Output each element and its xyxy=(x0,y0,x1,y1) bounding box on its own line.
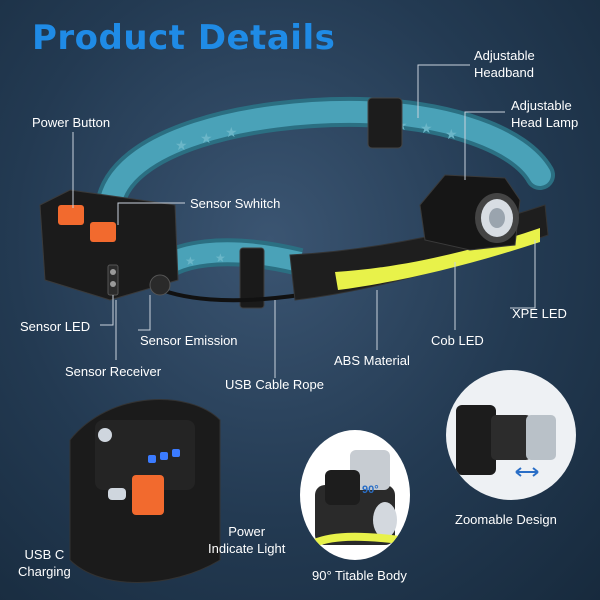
label-xpe-led: XPE LED xyxy=(512,306,567,321)
svg-text:★: ★ xyxy=(420,120,433,136)
label-sensor-receiver: Sensor Receiver xyxy=(65,364,162,379)
label-usb-c-charging: USB C Charging xyxy=(18,547,71,579)
svg-text:★: ★ xyxy=(215,251,226,265)
leader-lines xyxy=(72,64,536,512)
svg-text:★: ★ xyxy=(225,124,238,140)
label-sensor-switch: Sensor Swhitch xyxy=(190,196,281,211)
label-sensor-led: Sensor LED xyxy=(20,319,91,334)
label-cob-led: Cob LED xyxy=(431,333,484,348)
power-button-illus xyxy=(58,205,84,225)
label-power-button: Power Button xyxy=(32,115,111,130)
label-titable-body: 90° Titable Body xyxy=(312,568,407,583)
head-lamp xyxy=(419,174,521,251)
page-title: Product Details xyxy=(32,18,336,58)
label-adjustable-headband: Adjustable Headband xyxy=(474,48,535,80)
usb-c-port xyxy=(108,488,126,500)
cob-led-strip xyxy=(335,228,540,290)
usb-c-port-ring xyxy=(98,428,112,442)
label-power-indicate-light: Power Indicate Light xyxy=(208,524,286,556)
label-adjustable-head-lamp: Adjustable Head Lamp xyxy=(511,98,579,130)
control-box xyxy=(39,189,179,301)
svg-text:★: ★ xyxy=(445,126,458,142)
label-abs-material: ABS Material xyxy=(334,353,410,368)
svg-text:★: ★ xyxy=(175,137,188,153)
svg-text:★: ★ xyxy=(200,130,213,146)
label-usb-cable-rope: USB Cable Rope xyxy=(225,377,324,392)
zoomable-design-detail xyxy=(446,370,576,500)
headband-buckle xyxy=(367,97,403,149)
power-indicator-dots xyxy=(148,449,180,463)
label-zoomable-design: Zoomable Design xyxy=(455,512,557,527)
usb-c-cover xyxy=(132,475,164,515)
titable-body-detail xyxy=(300,430,410,560)
svg-text:★: ★ xyxy=(185,254,196,268)
sensor-switch-illus xyxy=(90,222,116,242)
angle-badge: 90° xyxy=(362,484,379,496)
label-sensor-emission: Sensor Emission xyxy=(140,333,238,348)
